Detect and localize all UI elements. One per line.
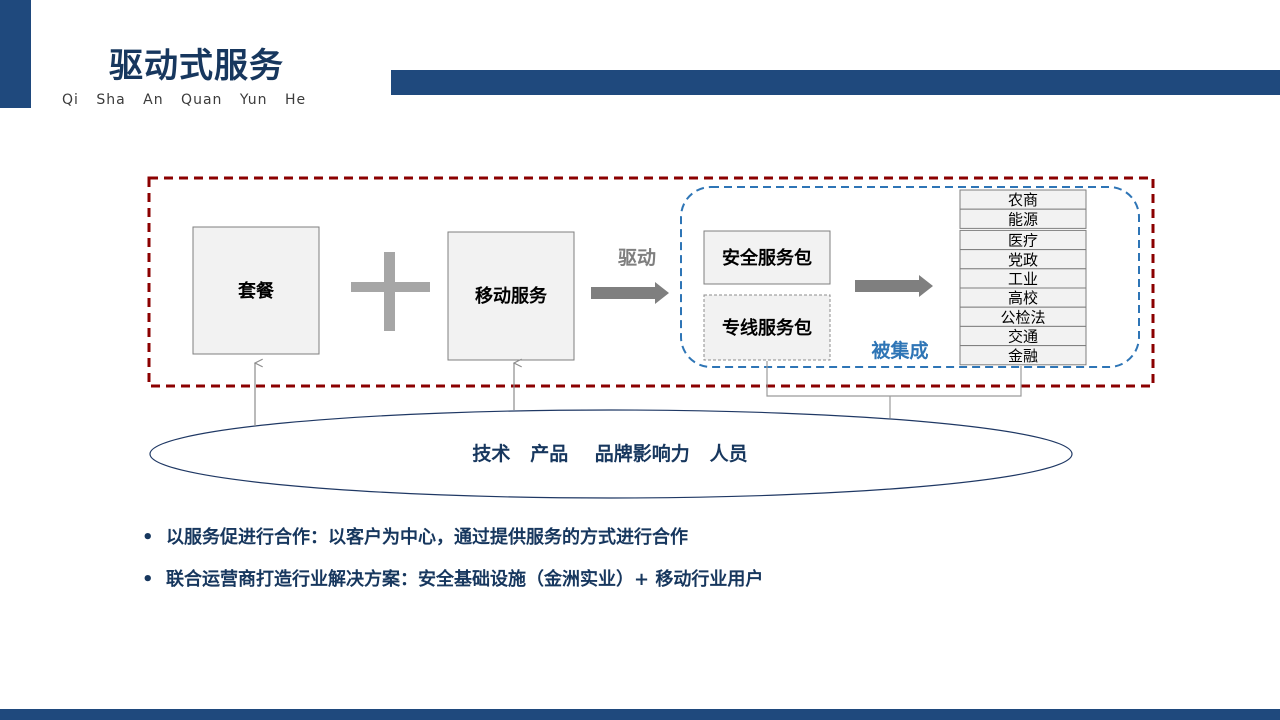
integrated-label: 被集成 xyxy=(871,339,928,362)
foundation-label: 技术 产品 品牌影响力 人员 xyxy=(472,442,747,465)
header-stripe xyxy=(391,70,1280,95)
foundation-ellipse xyxy=(149,409,1073,499)
bottom-connector-line xyxy=(766,361,1022,397)
mobile-service-box-label: 移动服务 xyxy=(475,285,548,307)
package-box-label: 套餐 xyxy=(238,280,275,302)
industry-row xyxy=(959,208,1087,229)
mobile-service-box xyxy=(447,231,575,361)
outer-dashed-frame xyxy=(147,176,1155,388)
drive-arrow-icon xyxy=(591,282,669,304)
left-accent-bar xyxy=(0,0,31,108)
security-package-box xyxy=(703,230,831,285)
bullet-item: •以服务促进行合作：以客户为中心，通过提供服务的方式进行合作 xyxy=(142,527,688,548)
security-package-label: 安全服务包 xyxy=(722,247,812,269)
bullet-list: •以服务促进行合作：以客户为中心，通过提供服务的方式进行合作 •联合运营商打造行… xyxy=(142,524,763,608)
industry-row-label: 党政 xyxy=(1008,251,1038,269)
industry-row xyxy=(959,345,1087,366)
industry-row-label: 金融 xyxy=(1008,347,1038,365)
integration-dashed-frame xyxy=(680,186,1140,368)
industry-row-label: 能源 xyxy=(1008,210,1038,228)
page-title: 驱动式服务 xyxy=(109,46,284,86)
bullet-item: •联合运营商打造行业解决方案：安全基础设施（金洲实业）+ 移动行业用户 xyxy=(142,569,764,590)
package-box xyxy=(192,226,320,355)
drive-label: 驱动 xyxy=(618,247,656,269)
industry-row-label: 医疗 xyxy=(1008,232,1038,250)
dedicated-line-package-label: 专线服务包 xyxy=(722,317,812,339)
plus-icon xyxy=(351,252,430,331)
integration-arrow-icon xyxy=(855,275,933,297)
bullet-text: 以服务促进行合作：以客户为中心，通过提供服务的方式进行合作 xyxy=(166,527,688,548)
industry-row-label: 公检法 xyxy=(1000,308,1045,326)
industry-row-label: 高校 xyxy=(1008,289,1038,307)
dedicated-line-package-box xyxy=(703,294,831,361)
industry-row-label: 交通 xyxy=(1008,328,1038,346)
page-subtitle: Qi Sha An Quan Yun He xyxy=(62,92,307,108)
footer-stripe xyxy=(0,709,1280,720)
industry-row-label: 工业 xyxy=(1008,270,1038,288)
bullet-text: 联合运营商打造行业解决方案：安全基础设施（金洲实业）+ 移动行业用户 xyxy=(166,569,764,590)
industry-row-label: 农商 xyxy=(1008,191,1038,209)
